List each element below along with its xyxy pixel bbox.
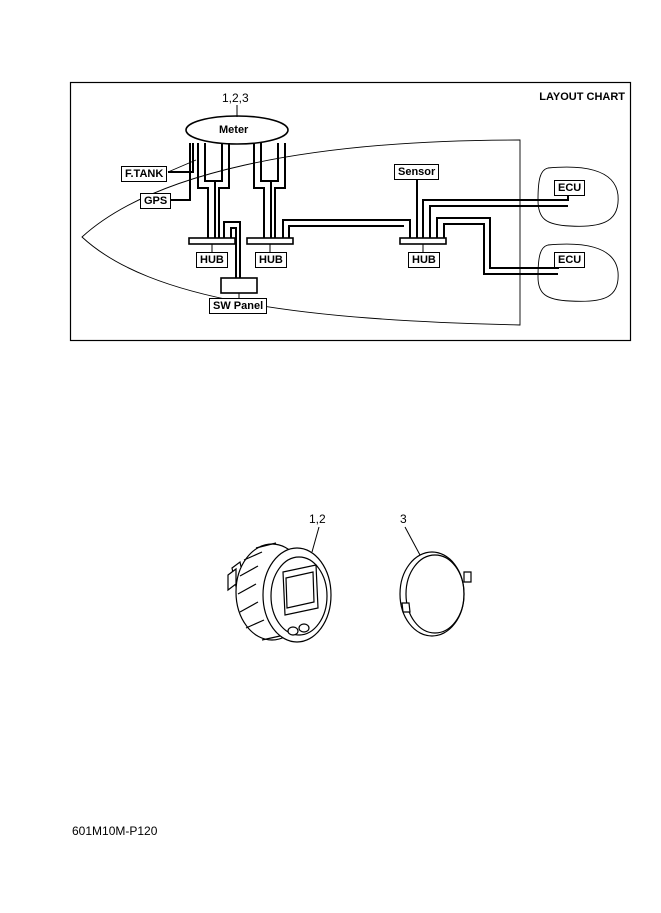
hub-label-2: HUB — [255, 252, 287, 268]
ftank-leader — [167, 159, 197, 173]
sensor-label: Sensor — [394, 164, 440, 180]
sw-panel-label: SW Panel — [209, 298, 268, 314]
engine-outline-upper — [537, 166, 619, 227]
meter-callout-number: 1,2,3 — [222, 91, 249, 105]
backbone-cable — [282, 219, 411, 238]
chart-border — [69, 81, 632, 342]
bezel-part-number: 3 — [400, 512, 407, 526]
gps-label: GPS — [140, 193, 172, 209]
bezel-ring-illustration — [399, 551, 472, 637]
hull-outline — [81, 139, 521, 326]
engine-outline-lower — [537, 243, 619, 302]
sensor-lines — [168, 143, 194, 201]
document-code: 601M10M-P120 — [72, 824, 158, 838]
ecu-label-1: ECU — [554, 180, 586, 196]
ecu-label-2: ECU — [554, 252, 586, 268]
meter-part-number: 1,2 — [309, 512, 326, 526]
sw-panel-cables — [223, 221, 241, 278]
meter-label: Meter — [219, 124, 249, 136]
meter-part-leader — [311, 526, 320, 553]
meter-cables — [197, 143, 286, 238]
hub-label-3: HUB — [408, 252, 440, 268]
hub-label-1: HUB — [196, 252, 228, 268]
meter-illustration — [227, 542, 332, 643]
ftank-label: F.TANK — [121, 166, 168, 182]
chart-title: LAYOUT CHART — [539, 91, 625, 103]
bezel-part-leader — [404, 526, 421, 556]
